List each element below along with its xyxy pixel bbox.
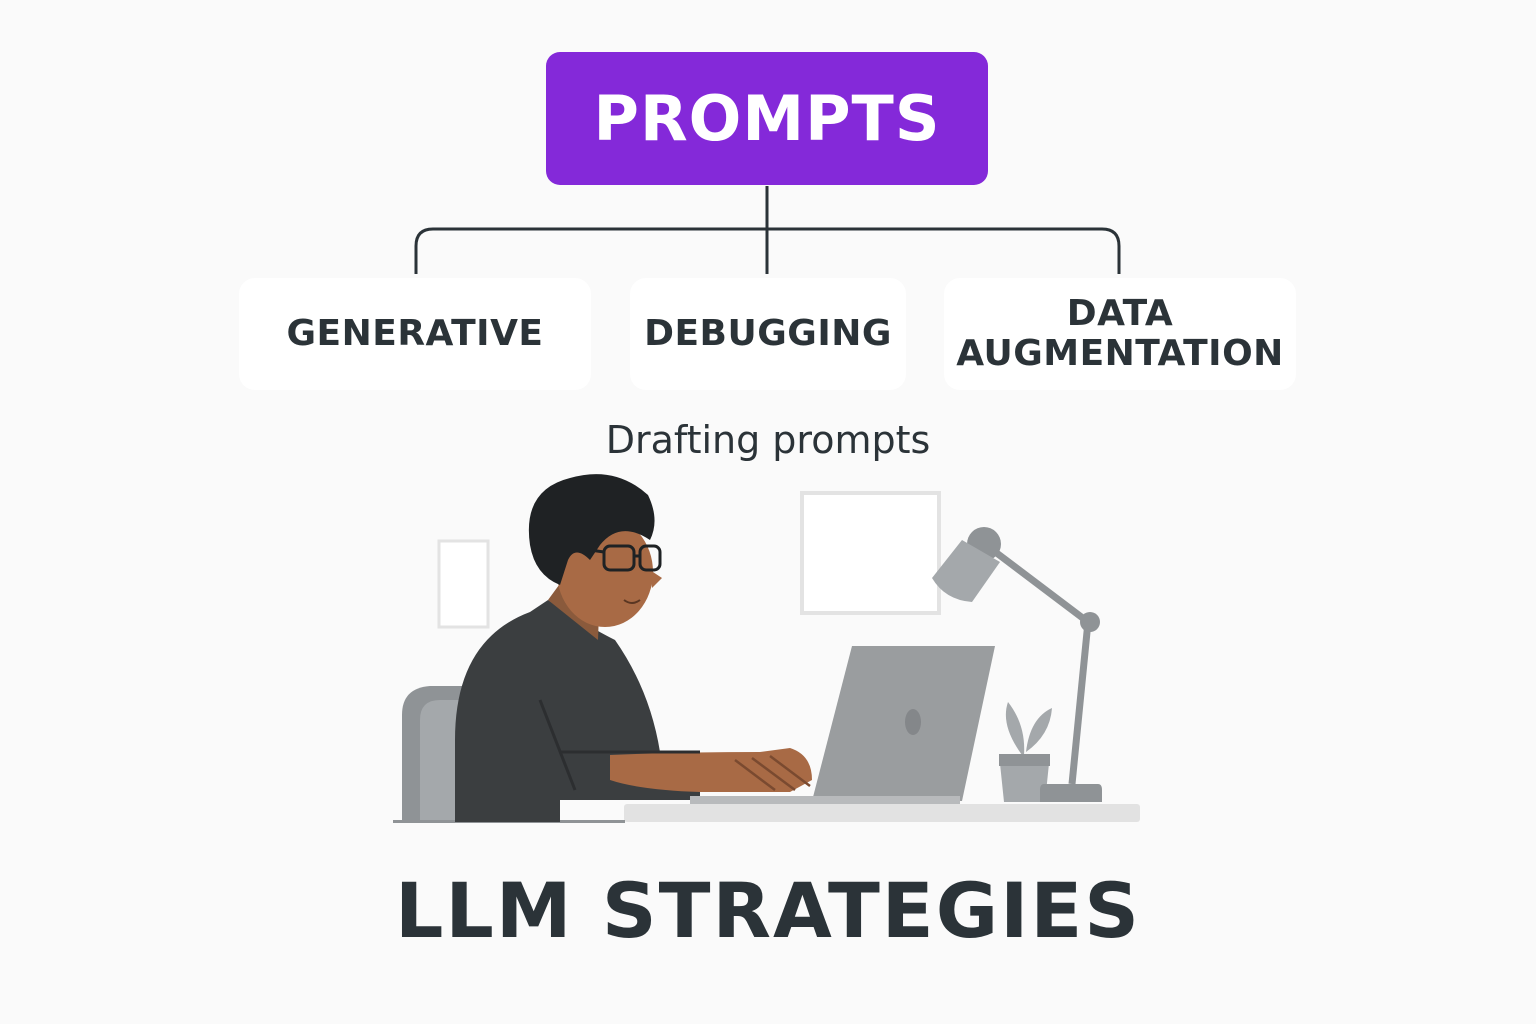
footer-title: LLM STRATEGIES (394, 866, 1142, 955)
branch-label: DEBUGGING (644, 313, 892, 354)
branch-node-generative: GENERATIVE (239, 278, 591, 390)
wall-frame-icon (437, 491, 941, 629)
person-icon (455, 474, 812, 822)
root-node-label: PROMPTS (593, 82, 941, 155)
branch-label: DATA AUGMENTATION (956, 293, 1284, 374)
root-node-prompts: PROMPTS (546, 52, 988, 185)
potted-plant-icon (999, 702, 1052, 802)
caption-drafting-prompts: Drafting prompts (605, 418, 931, 462)
branch-label: GENERATIVE (286, 313, 544, 354)
desk-lamp-icon (932, 527, 1102, 802)
glasses-icon (589, 544, 662, 572)
branch-node-data-augmentation: DATA AUGMENTATION (944, 278, 1296, 390)
branch-node-debugging: DEBUGGING (630, 278, 906, 390)
laptop-icon (690, 646, 995, 804)
